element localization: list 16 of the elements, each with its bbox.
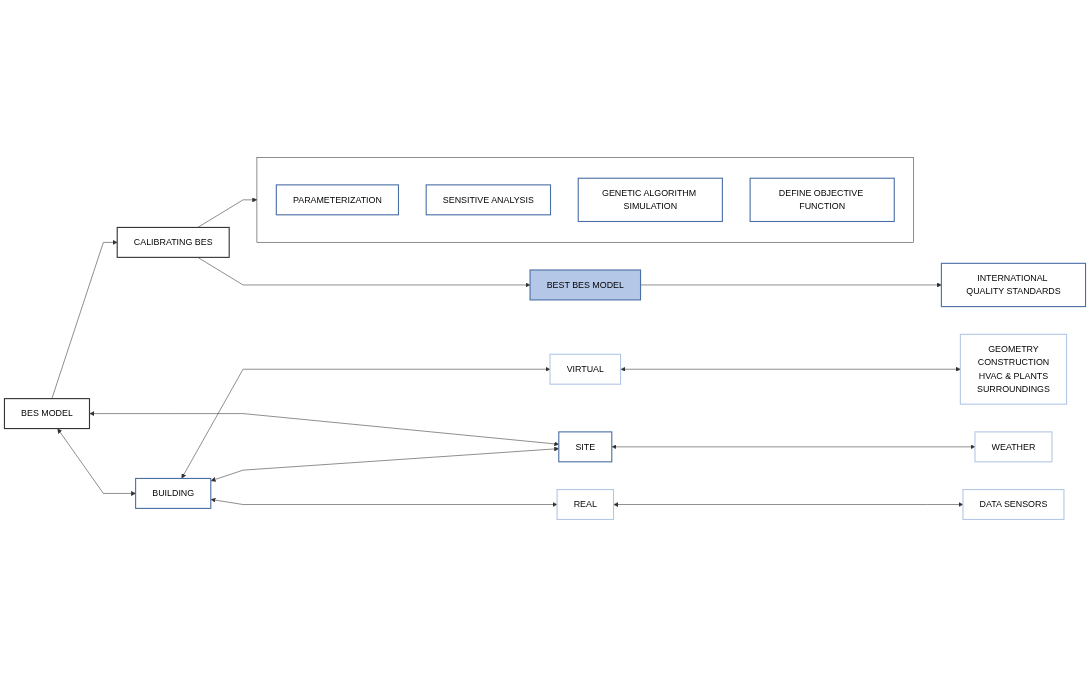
- node-box: BEST BES MODEL: [529, 269, 642, 301]
- node-box: BES MODEL: [3, 398, 91, 430]
- node-box: INTERNATIONAL QUALITY STANDARDS: [940, 262, 1087, 308]
- node-box: BUILDING: [135, 477, 212, 509]
- node-box: GENETIC ALGORITHM SIMULATION: [577, 177, 723, 223]
- node-box: WEATHER: [974, 431, 1053, 463]
- node-box: REAL: [556, 489, 615, 521]
- node-box: SITE: [558, 431, 613, 463]
- node-box: SENSITIVE ANALYSIS: [425, 184, 552, 216]
- node-box: GEOMETRY CONSTRUCTION HVAC & PLANTS SURROUNDINGS: [959, 333, 1068, 405]
- node-box: DEFINE OBJECTIVE FUNCTION: [749, 177, 895, 223]
- node-box: CALIBRATING BES: [116, 226, 230, 258]
- node-box: PARAMETERIZATION: [275, 184, 400, 216]
- node-box: DATA SENSORS: [962, 489, 1065, 521]
- node-box: VIRTUAL: [549, 353, 622, 385]
- cluster: [256, 157, 914, 243]
